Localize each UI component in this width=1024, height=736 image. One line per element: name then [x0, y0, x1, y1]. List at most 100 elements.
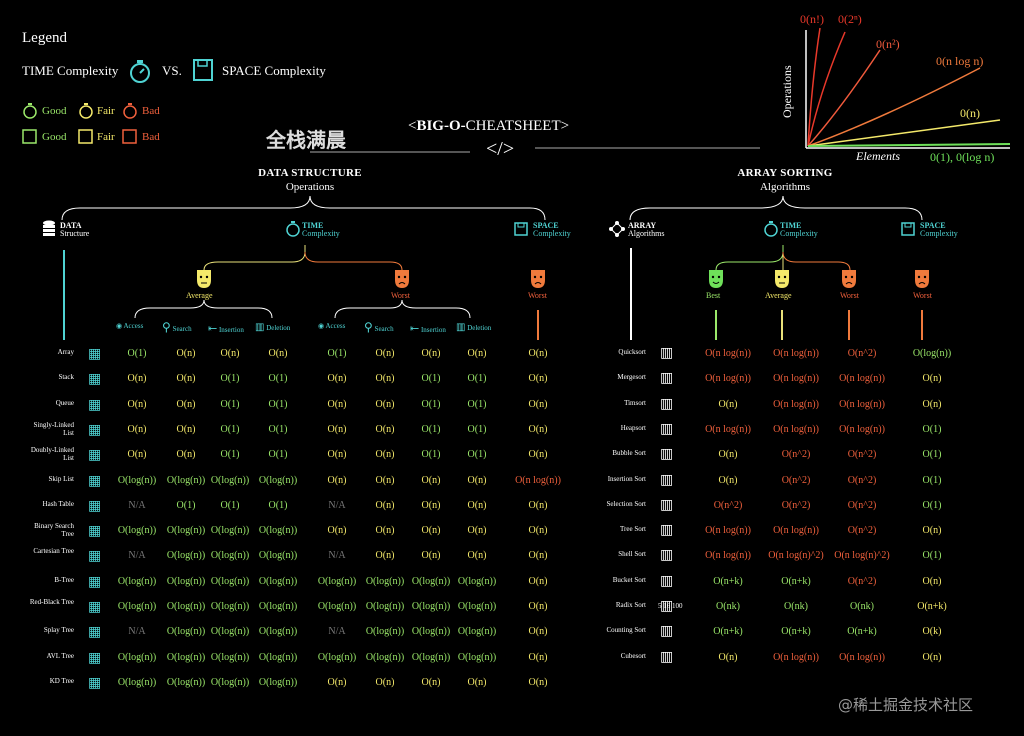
algorithm-icon: ▥: [660, 523, 674, 538]
as-cell: O(n^2): [847, 500, 877, 511]
ds-row-label: Queue: [55, 399, 74, 407]
ds-cell: O(log(n)): [258, 601, 298, 612]
structure-icon: ▦: [88, 448, 102, 463]
as-cell: O(nk): [716, 601, 740, 612]
ds-cell: O(1): [220, 424, 240, 435]
curve-nlogn: [807, 67, 981, 147]
ds-floppy-icon: [514, 222, 528, 241]
ds-cell: O(n): [528, 550, 548, 561]
as-row-label: Counting Sort: [606, 626, 646, 634]
stopwatch-bad-icon: [122, 102, 138, 125]
insert-icon: ⇤: [410, 323, 420, 335]
ds-cell: O(log(n)): [210, 626, 250, 637]
ds-cell: O(log(n)): [258, 677, 298, 688]
curve-quadratic: [807, 49, 881, 147]
ds-op-access: ◉ Access: [116, 322, 144, 330]
ds-cell: O(log(n)): [166, 550, 206, 561]
ds-section-title: DATA STRUCTURE: [258, 167, 362, 179]
watermark-cn: 全栈满晨: [266, 128, 346, 152]
ds-op-insertion: ⇤ Insertion: [208, 323, 244, 335]
ds-section-subtitle: Operations: [285, 181, 335, 193]
as-cell: O(n): [922, 373, 942, 384]
legend-good-space: Good: [42, 131, 67, 143]
as-cell: O(n log(n)): [705, 525, 751, 536]
ds-cell: O(n): [467, 677, 487, 688]
ds-cell: N/A: [128, 550, 146, 561]
ds-cell: O(n): [327, 424, 347, 435]
fair-face-icon: [195, 268, 213, 295]
as-cell: O(k): [922, 626, 942, 637]
ds-cell: O(log(n)): [117, 677, 157, 688]
ds-cell: O(n): [327, 449, 347, 460]
structure-icon: ▦: [88, 625, 102, 640]
as-cell: O(n log(n)): [705, 373, 751, 384]
ds-cell: O(log(n)): [117, 576, 157, 587]
ds-cell: O(1): [268, 500, 288, 511]
structure-icon: ▦: [88, 549, 102, 564]
as-row-label: Bubble Sort: [612, 449, 646, 457]
ds-cell: O(n): [421, 500, 441, 511]
ds-cell: O(n): [176, 373, 196, 384]
trash-icon: ▥: [255, 322, 265, 333]
structure-icon: ▦: [88, 398, 102, 413]
ds-row-label: Skip List: [48, 475, 74, 483]
as-cell: O(n): [922, 525, 942, 536]
ds-cell: N/A: [328, 550, 346, 561]
ds-cell: O(n): [421, 525, 441, 536]
space-complexity-label: SPACE Complexity: [222, 63, 326, 78]
ds-cell: O(n): [528, 449, 548, 460]
ds-cell: O(n): [528, 626, 548, 637]
ds-row-label: AVL Tree: [46, 652, 74, 660]
ds-cell: O(log(n)): [210, 550, 250, 561]
ds-cell: O(1): [220, 399, 240, 410]
legend-fair-time: Fair: [97, 105, 115, 117]
ds-cell: O(1): [467, 424, 487, 435]
as-cell: O(n log(n)): [839, 399, 885, 410]
ds-cell: O(n): [467, 525, 487, 536]
ds-cell: O(1): [421, 449, 441, 460]
ds-cell: O(log(n)): [258, 525, 298, 536]
algorithm-icon: ▥: [660, 599, 674, 614]
chart-ylabel: Operations: [780, 65, 794, 118]
ds-stopwatch-icon: [286, 220, 300, 243]
ds-row-label: Splay Tree: [43, 626, 74, 634]
structure-icon: ▦: [88, 600, 102, 615]
ds-cell: O(log(n)): [166, 525, 206, 536]
ds-row-label: Binary Search Tree: [34, 522, 74, 538]
ds-space-worst-label: Worst: [528, 291, 547, 300]
as-space-bad-face-icon: [913, 268, 931, 295]
curve-factorial: [807, 27, 821, 147]
algorithm-icon: ▥: [660, 650, 674, 665]
code-glyph: </>: [486, 138, 515, 160]
as-row-label: Mergesort: [617, 373, 646, 381]
legend-bad-space: Bad: [142, 131, 160, 143]
ds-cell: O(log(n)): [117, 601, 157, 612]
ds-cell: O(n): [176, 449, 196, 460]
ds-cell: O(1): [327, 348, 347, 359]
ds-cell: O(1): [176, 500, 196, 511]
ds-cell: O(n): [375, 500, 395, 511]
ds-cell: O(log(n)): [210, 677, 250, 688]
legend-bad-time: Bad: [142, 105, 160, 117]
ds-cell: O(1): [220, 449, 240, 460]
radix-digits: 5 16 100: [658, 602, 683, 610]
ds-cell: O(log(n)): [317, 576, 357, 587]
good-face-icon: [707, 268, 725, 295]
ds-cell: O(1): [467, 449, 487, 460]
structure-icon: ▦: [88, 651, 102, 666]
as-row-label: Insertion Sort: [607, 475, 646, 483]
ds-cell: O(n): [528, 399, 548, 410]
insert-icon: ⇤: [208, 323, 218, 335]
algorithm-icon: ▥: [660, 346, 674, 361]
as-bad-face-icon: [840, 268, 858, 295]
curve-linear: [807, 119, 1001, 147]
ds-cell: O(log(n)): [117, 652, 157, 663]
as-cell: O(1): [922, 550, 942, 561]
ds-cell: O(1): [220, 373, 240, 384]
ds-cell: O(n): [528, 373, 548, 384]
ds-row-label: Red-Black Tree: [29, 598, 74, 606]
ds-cell: O(n): [375, 525, 395, 536]
